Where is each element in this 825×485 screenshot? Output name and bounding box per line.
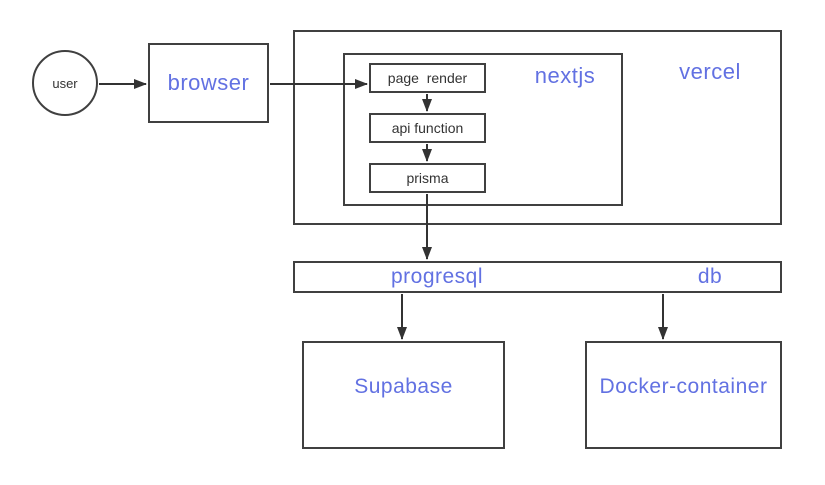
- group-nextjs: [343, 53, 623, 206]
- node-user: user: [32, 50, 98, 116]
- bar-progresql-label: progresql: [390, 265, 484, 288]
- node-api-function-label: api function: [391, 120, 464, 136]
- node-browser-label: browser: [167, 70, 250, 95]
- node-supabase: Supabase: [302, 341, 505, 449]
- node-docker-container-label: Docker-container: [599, 375, 768, 398]
- node-docker-container: Docker-container: [585, 341, 782, 449]
- node-user-label: user: [52, 75, 78, 91]
- node-supabase-label: Supabase: [354, 375, 453, 398]
- bar-progresql-db: progresql db: [293, 261, 782, 293]
- node-page-render: page render: [369, 63, 486, 93]
- node-api-function: api function: [369, 113, 486, 143]
- group-vercel-label: vercel: [679, 59, 741, 84]
- group-vercel: [293, 30, 782, 225]
- group-nextjs-label: nextjs: [534, 63, 596, 88]
- node-browser: browser: [148, 43, 269, 123]
- node-page-render-label: page render: [387, 70, 468, 86]
- node-prisma: prisma: [369, 163, 486, 193]
- bar-db-label: db: [697, 265, 723, 288]
- node-prisma-label: prisma: [406, 170, 449, 186]
